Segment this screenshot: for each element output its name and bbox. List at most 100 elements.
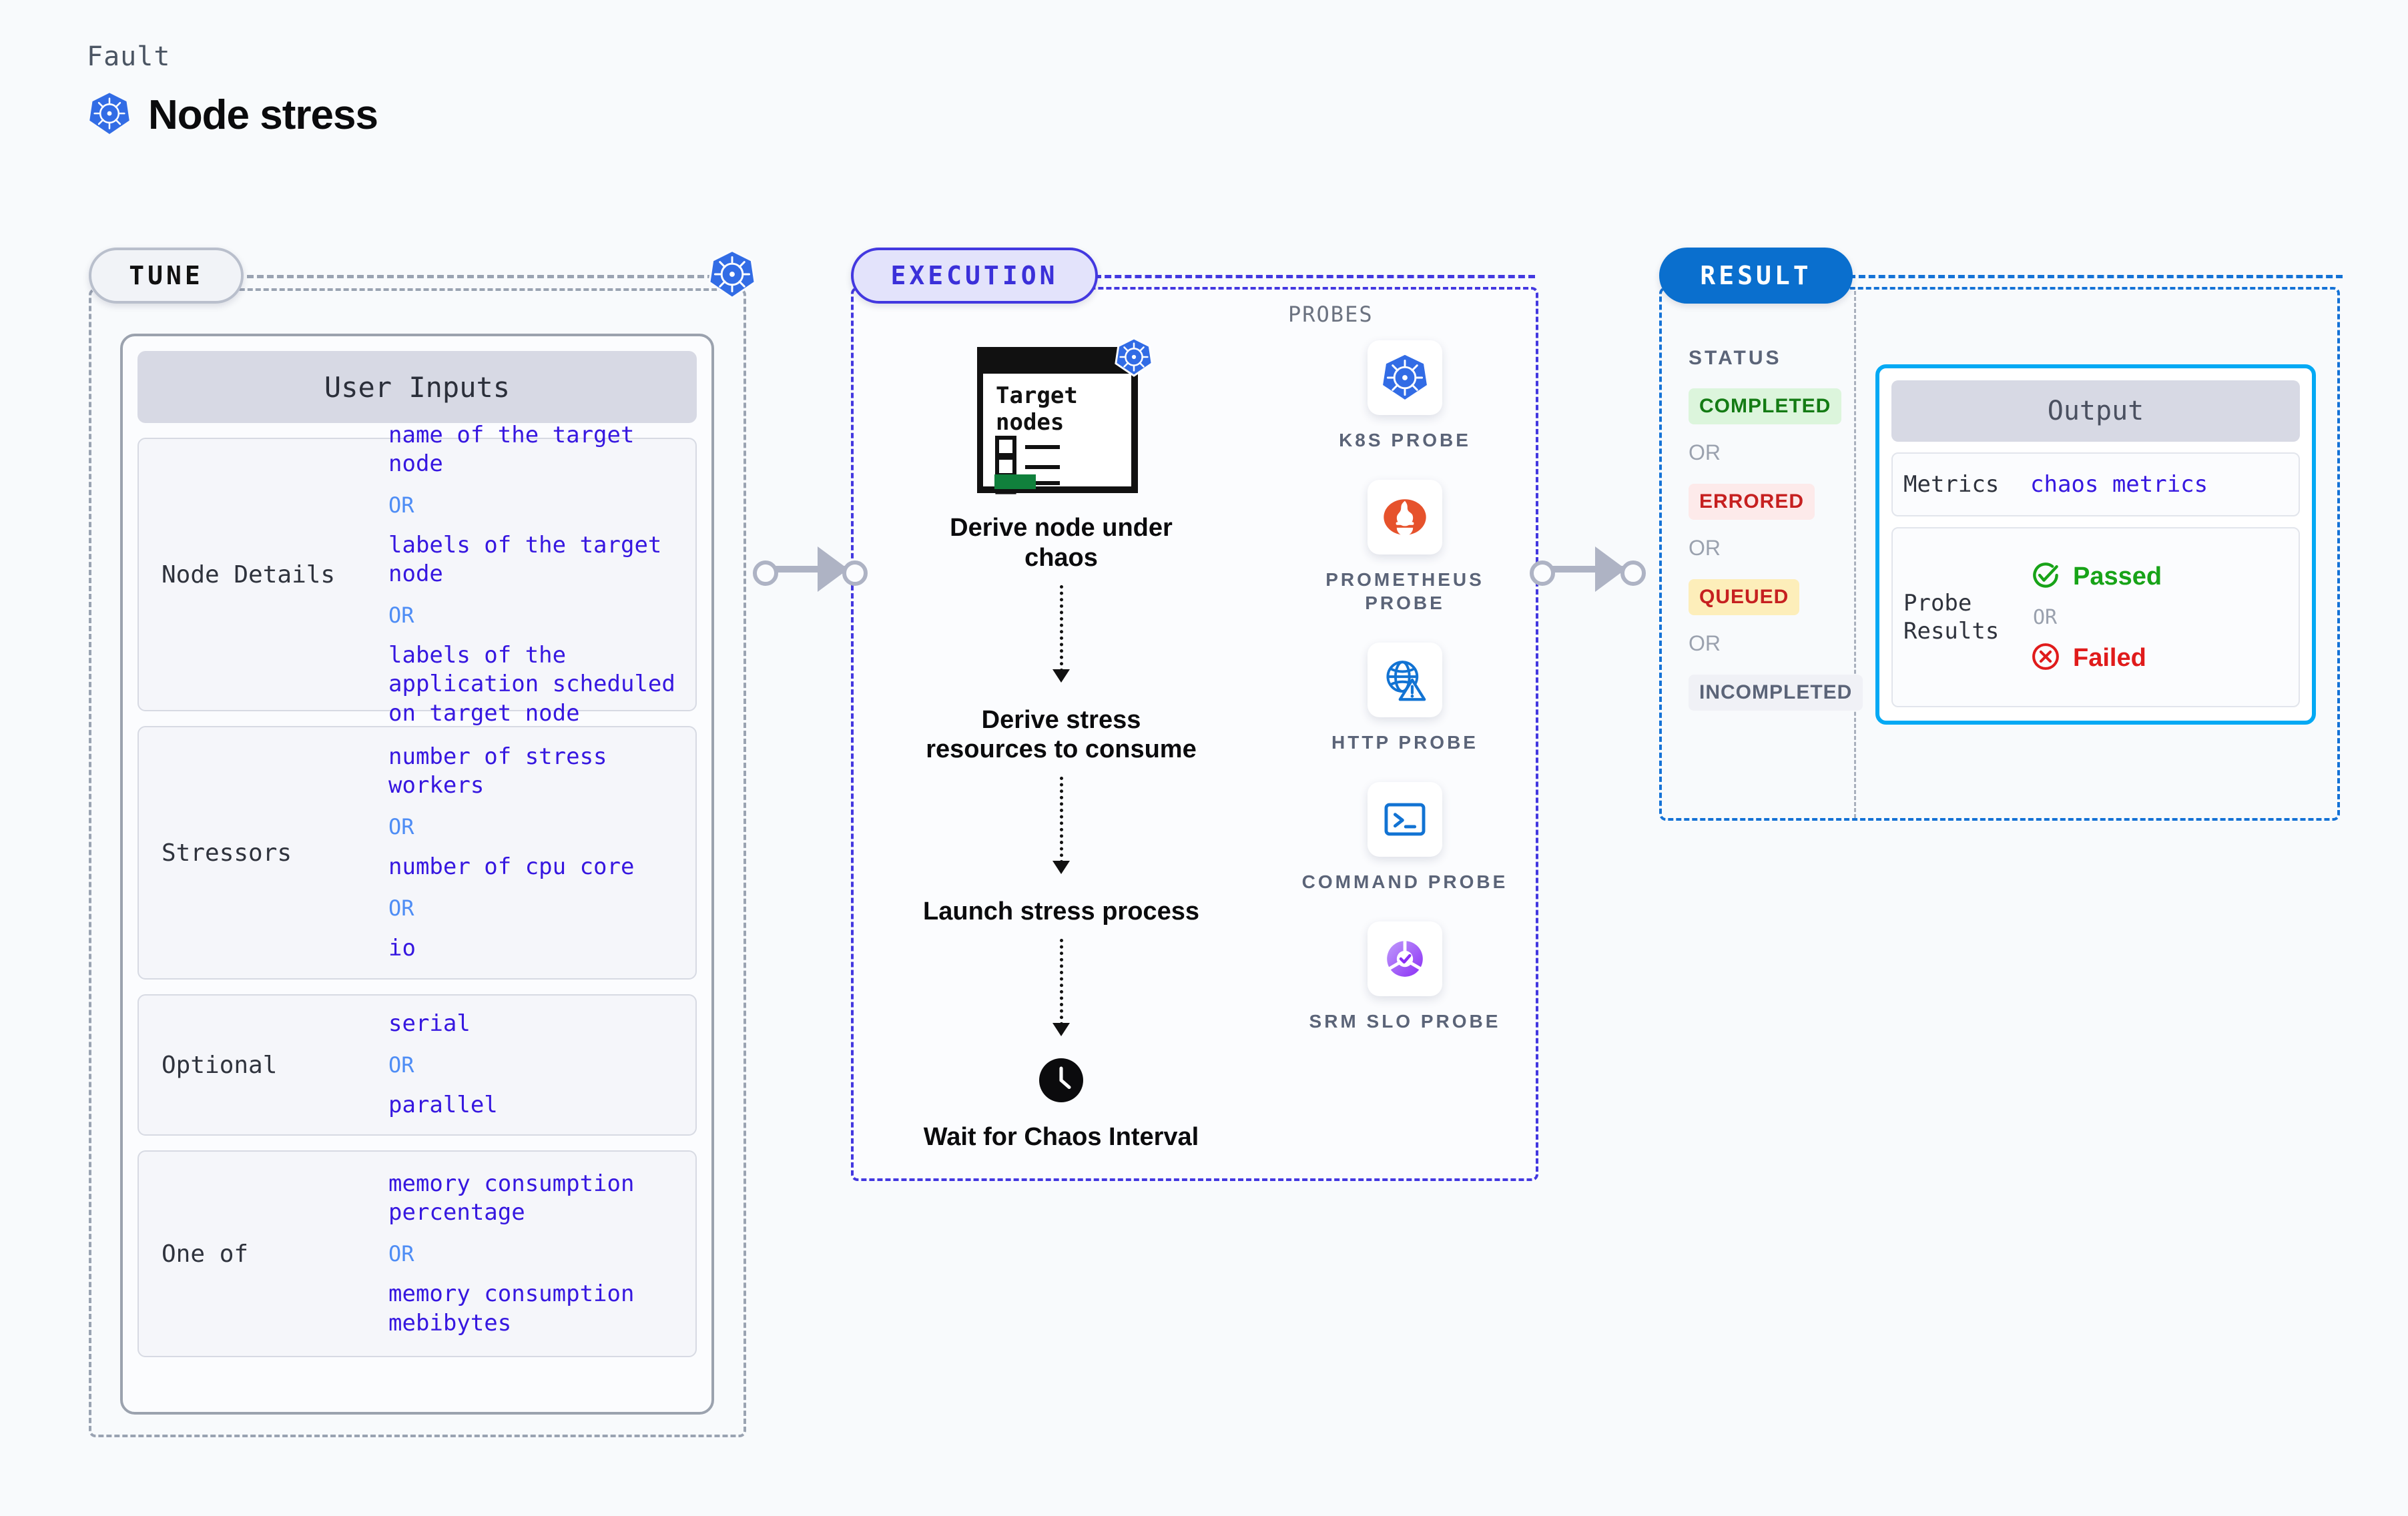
- input-group-label: Stressors: [162, 839, 292, 867]
- fault-title-row: Node stress: [87, 91, 378, 139]
- input-group-label: One of: [162, 1240, 249, 1268]
- tune-dashed-lead: [247, 275, 714, 278]
- result-dashed-lead: [1849, 275, 2343, 278]
- output-row-value: chaos metrics: [2030, 471, 2208, 498]
- output-row-label: Metrics: [1903, 470, 2000, 498]
- kubernetes-icon: [1367, 340, 1442, 415]
- probe-label: SRM SLO PROBE: [1309, 1011, 1501, 1032]
- connector-dot: [753, 560, 778, 586]
- output-title: Output: [1891, 380, 2300, 442]
- clock-icon: [1037, 1056, 1085, 1108]
- input-group-label: Optional: [162, 1051, 278, 1079]
- or-separator: OR: [1689, 536, 1721, 560]
- connector-dot: [842, 560, 868, 586]
- input-group-values: memory consumption percentage OR memory …: [388, 1163, 683, 1345]
- kubernetes-icon: [706, 248, 758, 304]
- execution-section-panel: [851, 287, 1538, 1181]
- or-separator: OR: [388, 1241, 414, 1266]
- prometheus-icon: [1368, 480, 1442, 554]
- x-circle-icon: [2030, 641, 2061, 675]
- or-separator: OR: [388, 895, 414, 921]
- svg-text:nodes: nodes: [996, 409, 1064, 436]
- probes-label: PROBES: [1288, 302, 1374, 327]
- kubernetes-icon: [1113, 336, 1155, 381]
- probe-srm-slo[interactable]: SRM SLO PROBE: [1309, 921, 1501, 1033]
- probe-label: K8S PROBE: [1339, 430, 1471, 450]
- input-group-values: name of the target node OR labels of the…: [388, 414, 683, 735]
- input-value: memory consumption mebibytes: [388, 1280, 635, 1337]
- status-badge-queued: QUEUED: [1689, 579, 1800, 615]
- execution-step-label: Derive node under chaos: [950, 514, 1173, 572]
- input-value: io: [388, 934, 416, 962]
- kubernetes-icon: [87, 91, 132, 139]
- page-header: Fault Node stress: [87, 41, 378, 139]
- input-group-label: Node Details: [162, 560, 336, 589]
- output-row-probe-results: Probe Results Passed OR: [1891, 527, 2300, 707]
- flow-arrow-icon: [1052, 585, 1070, 685]
- input-group-values: serial OR parallel: [388, 1003, 683, 1126]
- probes-column: K8S PROBE PROMETHEUS PROBE: [1288, 340, 1522, 1061]
- probe-prometheus[interactable]: PROMETHEUS PROBE: [1288, 480, 1522, 615]
- probe-http[interactable]: HTTP PROBE: [1331, 643, 1478, 754]
- input-value: name of the target node: [388, 421, 635, 478]
- input-value: number of stress workers: [388, 743, 607, 799]
- verdict-failed: Failed: [2030, 641, 2162, 675]
- probe-label: COMMAND PROBE: [1301, 871, 1508, 892]
- output-card: Output Metrics chaos metrics Probe Resul…: [1875, 364, 2316, 725]
- or-separator: OR: [388, 1052, 414, 1078]
- tune-section-panel: [89, 288, 746, 1437]
- input-group-optional: Optional serial OR parallel: [137, 994, 697, 1136]
- execution-flow: Target nodes Derive n: [861, 337, 1261, 1152]
- execution-step-label: Wait for Chaos Interval: [923, 1123, 1199, 1152]
- connector-line: [768, 566, 861, 573]
- target-nodes-window-icon: Target nodes: [976, 337, 1153, 498]
- status-badge-errored: ERRORED: [1689, 484, 1815, 520]
- status-title: STATUS: [1689, 347, 1782, 369]
- input-value: memory consumption percentage: [388, 1170, 635, 1226]
- output-row-metrics: Metrics chaos metrics: [1891, 452, 2300, 516]
- tune-badge[interactable]: TUNE: [89, 248, 244, 304]
- input-value: serial: [388, 1010, 471, 1038]
- input-group-one-of: One of memory consumption percentage OR …: [137, 1150, 697, 1357]
- execution-badge[interactable]: EXECUTION: [851, 248, 1098, 304]
- srm-slo-icon: [1367, 921, 1442, 996]
- input-value: labels of the application scheduled on t…: [388, 641, 675, 727]
- verdict-passed: Passed: [2030, 560, 2162, 594]
- fault-eyebrow-label: Fault: [87, 41, 171, 72]
- verdict-label: Failed: [2073, 643, 2146, 672]
- svg-text:Target: Target: [996, 382, 1078, 409]
- probe-k8s[interactable]: K8S PROBE: [1339, 340, 1471, 452]
- input-value: labels of the target node: [388, 531, 662, 588]
- check-circle-icon: [2030, 560, 2061, 594]
- or-separator: OR: [2033, 605, 2058, 629]
- page-title: Node stress: [148, 92, 378, 138]
- user-inputs-title: User Inputs: [137, 351, 697, 423]
- or-separator: OR: [388, 814, 414, 839]
- execution-step-label: Launch stress process: [923, 897, 1199, 926]
- execution-dashed-lead: [1095, 275, 1535, 278]
- verdict-label: Passed: [2073, 562, 2162, 591]
- progress-bar: [994, 474, 1036, 489]
- execution-step-label: Derive stress resources to consume: [926, 705, 1197, 764]
- connector-dot: [1620, 560, 1646, 586]
- probe-command[interactable]: COMMAND PROBE: [1302, 782, 1508, 893]
- input-group-node-details: Node Details name of the target node OR …: [137, 422, 697, 727]
- input-group-values: number of stress workers OR number of cp…: [388, 736, 683, 970]
- globe-warning-icon: [1367, 643, 1442, 717]
- or-separator: OR: [388, 602, 414, 628]
- status-badge-incompleted: INCOMPLETED: [1689, 675, 1863, 711]
- flow-arrow-icon: [1052, 939, 1070, 1039]
- user-inputs-card: User Inputs Node Details name of the tar…: [120, 334, 714, 1415]
- probe-label: HTTP PROBE: [1331, 732, 1478, 753]
- input-value: number of cpu core: [388, 853, 635, 880]
- probe-label: PROMETHEUS PROBE: [1325, 569, 1484, 613]
- result-badge[interactable]: RESULT: [1659, 248, 1853, 304]
- connector-line: [1545, 566, 1638, 573]
- status-column: STATUS COMPLETED OR ERRORED OR QUEUED OR…: [1689, 347, 1863, 711]
- input-value: parallel: [388, 1092, 498, 1118]
- probe-verdicts: Passed OR Failed: [2030, 554, 2162, 681]
- or-separator: OR: [1689, 440, 1721, 464]
- terminal-icon: [1367, 782, 1442, 857]
- output-row-label: Probe Results: [1903, 589, 2000, 645]
- flow-arrow-icon: [1052, 777, 1070, 877]
